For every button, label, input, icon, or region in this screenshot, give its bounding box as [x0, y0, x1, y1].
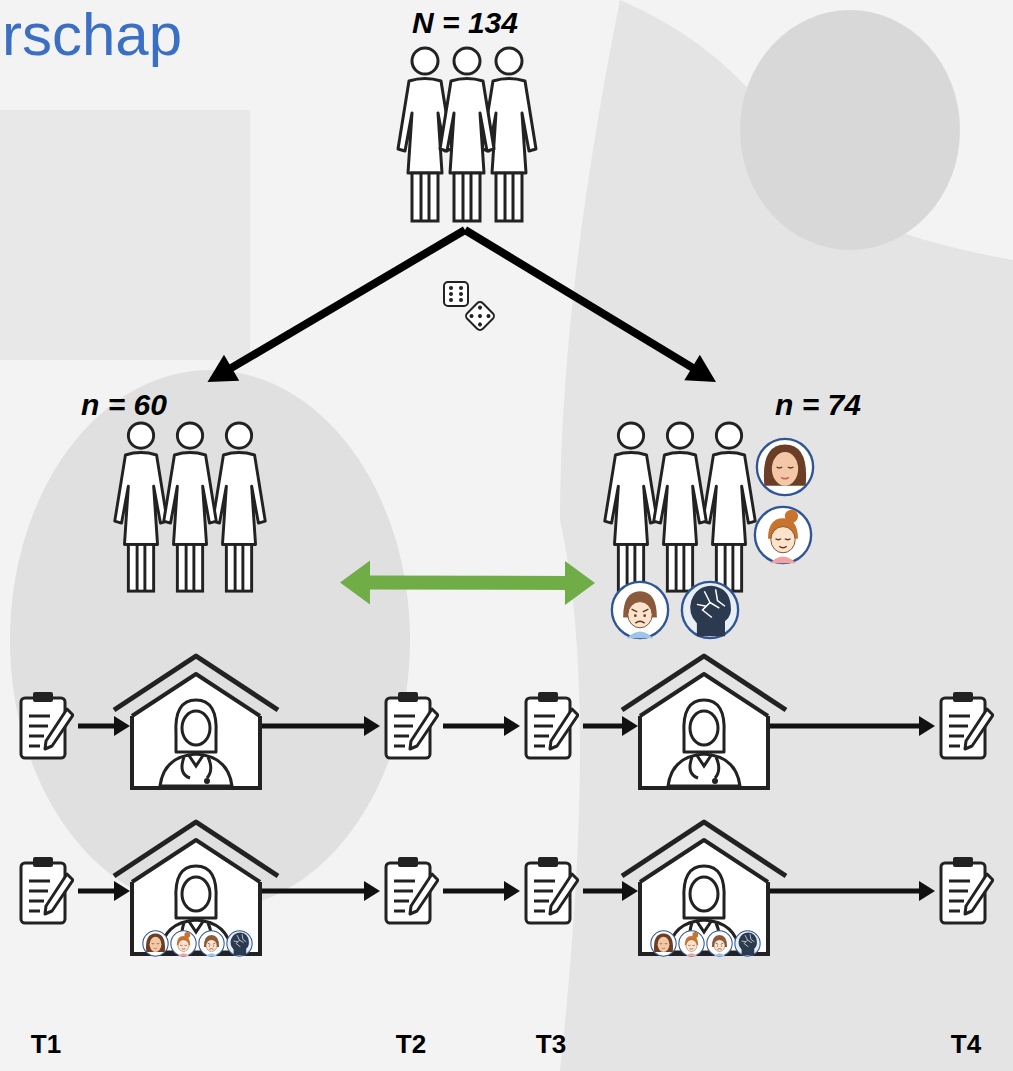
- person-icon: [164, 423, 217, 591]
- avatar-icon: [227, 931, 252, 956]
- connector: [208, 230, 466, 382]
- avatar-icon: [755, 507, 811, 563]
- questionnaire-icon: [941, 692, 993, 758]
- group-node: N = 134: [385, 2, 545, 230]
- die-pip: [449, 292, 453, 296]
- die-pips: [449, 286, 463, 302]
- avatar-icon: [682, 582, 738, 638]
- connector-line: [365, 576, 569, 590]
- questionnaire-icon: [526, 692, 578, 758]
- timeline-arrow: [770, 724, 921, 729]
- die-pip: [477, 305, 483, 311]
- timeline-arrows: [78, 724, 921, 729]
- avatar-icon: [171, 931, 196, 956]
- arrowhead: [504, 881, 520, 901]
- die-pip: [486, 313, 492, 319]
- die: [444, 282, 468, 306]
- avatar-icon: [679, 931, 704, 956]
- die-pip: [449, 286, 453, 290]
- timeline-arrow: [770, 889, 921, 894]
- die-pip: [469, 313, 475, 319]
- group-node: n = 74: [595, 382, 870, 645]
- arrowhead: [504, 716, 520, 736]
- arrowhead: [114, 716, 130, 736]
- group-size: n = 60: [81, 388, 167, 423]
- connector-line: [465, 230, 696, 370]
- questionnaire-icon: [386, 692, 438, 758]
- arrowhead: [364, 881, 380, 901]
- time-point: T4: [951, 1030, 981, 1060]
- connector: [340, 561, 595, 605]
- background-photo: [0, 110, 250, 360]
- questionnaire-icon: [21, 692, 73, 758]
- arrowhead: [340, 561, 370, 605]
- avatar-icon: [199, 931, 224, 956]
- questionnaire-icon: [941, 857, 993, 923]
- arrowhead: [622, 881, 638, 901]
- avatar-icon: [735, 931, 760, 956]
- group-size: N = 134: [412, 6, 518, 41]
- die-pip: [477, 322, 483, 328]
- home-visit-icon: [622, 822, 786, 954]
- group-size: n = 74: [775, 388, 861, 423]
- home-visit-icon: [622, 656, 786, 788]
- arrowhead: [208, 355, 240, 382]
- questionnaire-icon: [526, 857, 578, 923]
- person-icon: [605, 423, 658, 591]
- die-pip: [459, 286, 463, 290]
- person-icon: [654, 423, 707, 591]
- avatar-icon: [757, 439, 813, 495]
- timeline-arrows: [78, 889, 921, 894]
- time-point: T3: [536, 1030, 566, 1060]
- arrowhead: [565, 561, 595, 605]
- questionnaire-icon: [21, 857, 73, 923]
- person-icon: [213, 423, 266, 591]
- die-face: [464, 300, 495, 331]
- home-visit-icon: [114, 656, 278, 788]
- person-icon: [440, 48, 494, 221]
- person-icon: [115, 423, 168, 591]
- die-pip: [459, 298, 463, 302]
- background-photo: [740, 10, 960, 250]
- timeline-arrow: [78, 724, 116, 729]
- connector: [465, 230, 716, 382]
- time-point: T2: [396, 1030, 426, 1060]
- connector-line: [228, 230, 465, 370]
- die-pip: [477, 313, 483, 319]
- arrowhead: [919, 716, 935, 736]
- die-pip: [449, 298, 453, 302]
- group-node: n = 60: [75, 382, 340, 600]
- timeline-arrowheads: [114, 716, 935, 736]
- arrowhead: [622, 716, 638, 736]
- timeline-arrow: [583, 889, 624, 894]
- timeline-arrow: [443, 889, 506, 894]
- home-visit-icon: [114, 822, 278, 954]
- questionnaire-icon: [386, 857, 438, 923]
- timeline-arrow: [443, 724, 506, 729]
- arrowhead: [919, 881, 935, 901]
- avatar-icon: [143, 931, 168, 956]
- arrowhead: [364, 716, 380, 736]
- timeline-arrow: [583, 724, 624, 729]
- timeline-arrow: [78, 889, 116, 894]
- avatar-icon: [707, 931, 732, 956]
- avatar-icon: [612, 582, 668, 638]
- arrowhead: [684, 355, 716, 382]
- timeline-arrowheads: [114, 881, 935, 901]
- person-icon: [703, 423, 756, 591]
- timeline-arrow: [262, 889, 366, 894]
- slide-title: rschap: [2, 0, 182, 69]
- die-pip: [459, 292, 463, 296]
- time-point: T1: [31, 1030, 61, 1060]
- arrowhead: [114, 881, 130, 901]
- die: [464, 300, 495, 331]
- background-photo: [560, 0, 1013, 1071]
- timeline-arrow: [262, 724, 366, 729]
- avatar-icon: [651, 931, 676, 956]
